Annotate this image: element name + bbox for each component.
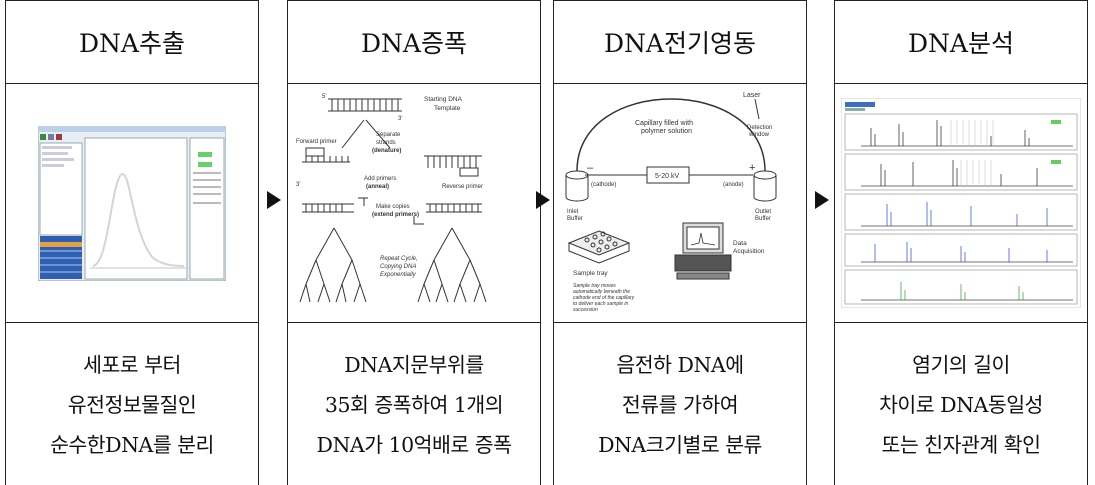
step-title: DNA증폭 — [288, 1, 540, 84]
electro-label: cathode end of the capillary — [573, 295, 635, 301]
pcr-label: Repeat Cycle, — [380, 256, 418, 262]
electropherogram-svg — [841, 98, 1081, 308]
pcr-label: (denature) — [372, 148, 401, 154]
pcr-label: Add primers — [364, 176, 396, 182]
electro-label: Laser — [743, 92, 761, 99]
electro-label: succession — [573, 307, 598, 313]
pcr-label: Copying DNA — [380, 264, 416, 270]
step-extraction: DNA추출 — [5, 0, 259, 485]
arrow-right-icon — [267, 191, 281, 209]
pcr-label: Exponentially — [380, 272, 417, 278]
step-amplification: DNA증폭 5' 3' Starting DNA Template Separa… — [287, 0, 541, 485]
step-title: DNA전기영동 — [554, 1, 806, 84]
pcr-label: (anneal) — [366, 184, 389, 190]
electro-label: Buffer — [567, 216, 583, 222]
pcr-label: 3' — [398, 116, 402, 122]
caption-line: DNA크기별로 분류 — [598, 432, 762, 457]
electro-label: polymer solution — [641, 128, 692, 135]
caption-line: DNA가 10억배로 증폭 — [316, 432, 512, 457]
caption-line: 차이로 DNA동일성 — [879, 392, 1043, 417]
step-title: DNA분석 — [835, 1, 1087, 84]
electro-label: window — [748, 132, 770, 138]
caption-line: 염기의 길이 — [912, 352, 1010, 377]
caption-line: 음전하 DNA에 — [616, 352, 744, 377]
pcr-label: strands — [376, 140, 396, 146]
electro-label: Outlet — [755, 209, 771, 215]
pcr-label: Forward primer — [296, 139, 337, 145]
caption-line: 전류를 가하여 — [621, 392, 739, 417]
electro-label: Acquisition — [733, 248, 765, 255]
pcr-diagram-svg: 5' 3' Starting DNA Template Separate str… — [296, 94, 487, 303]
electro-label: Capillary filled with — [635, 120, 693, 127]
caption-line: 또는 친자관계 확인 — [881, 432, 1041, 457]
capillary-diagram-svg: Laser Detection window Capillary filled … — [565, 92, 777, 313]
pcr-label: 3' — [296, 182, 300, 188]
electro-label: – — [587, 162, 594, 174]
software-screenshot — [6, 84, 258, 323]
electro-label: 5-20 kV — [655, 173, 679, 180]
electro-label: + — [749, 162, 755, 174]
pcr-label: Separate — [376, 132, 401, 138]
pcr-label: Template — [434, 105, 461, 112]
step-caption: 염기의 길이 차이로 DNA동일성 또는 친자관계 확인 — [835, 323, 1087, 485]
step-analysis: DNA분석 — [834, 0, 1088, 485]
step-caption: 음전하 DNA에 전류를 가하여 DNA크기별로 분류 — [554, 323, 806, 485]
electro-label: Buffer — [755, 216, 771, 222]
electrophoresis-diagram: Laser Detection window Capillary filled … — [554, 84, 806, 323]
caption-line: 세포로 부터 — [83, 352, 181, 377]
step-caption: DNA지문부위를 35회 증폭하여 1개의 DNA가 10억배로 증폭 — [288, 323, 540, 485]
electro-label: Sample tray moves — [573, 283, 616, 289]
caption-line: 35회 증폭하여 1개의 — [324, 392, 504, 417]
electro-label: Sample tray — [573, 270, 608, 277]
electro-label: Detection — [747, 125, 772, 131]
electro-label: Inlet — [567, 209, 579, 215]
pcr-label: Reverse primer — [442, 184, 483, 190]
pcr-label: 5' — [322, 94, 326, 100]
step-electrophoresis: DNA전기영동 Laser Detection window Capillary… — [553, 0, 807, 485]
caption-line: 순수한DNA를 분리 — [50, 432, 214, 457]
pcr-label: (extend primers) — [372, 212, 419, 218]
pcr-label: Make copies — [376, 204, 410, 210]
step-title: DNA추출 — [6, 1, 258, 84]
caption-line: 유전정보물질인 — [67, 392, 197, 417]
arrow-right-icon — [815, 191, 829, 209]
caption-line: DNA지문부위를 — [344, 352, 484, 377]
electro-label: automatically beneath the — [573, 289, 630, 295]
pcr-label: Starting DNA — [424, 96, 463, 103]
electropherogram-image — [835, 84, 1087, 323]
electro-label: to deliver each sample in — [573, 301, 629, 307]
arrow-right-icon — [536, 191, 550, 209]
step-caption: 세포로 부터 유전정보물질인 순수한DNA를 분리 — [6, 323, 258, 485]
electro-label: (cathode) — [591, 182, 616, 188]
electro-label: (anode) — [723, 182, 744, 188]
pcr-diagram: 5' 3' Starting DNA Template Separate str… — [288, 84, 540, 323]
electro-label: Data — [733, 240, 747, 247]
extraction-software-image — [38, 125, 226, 281]
